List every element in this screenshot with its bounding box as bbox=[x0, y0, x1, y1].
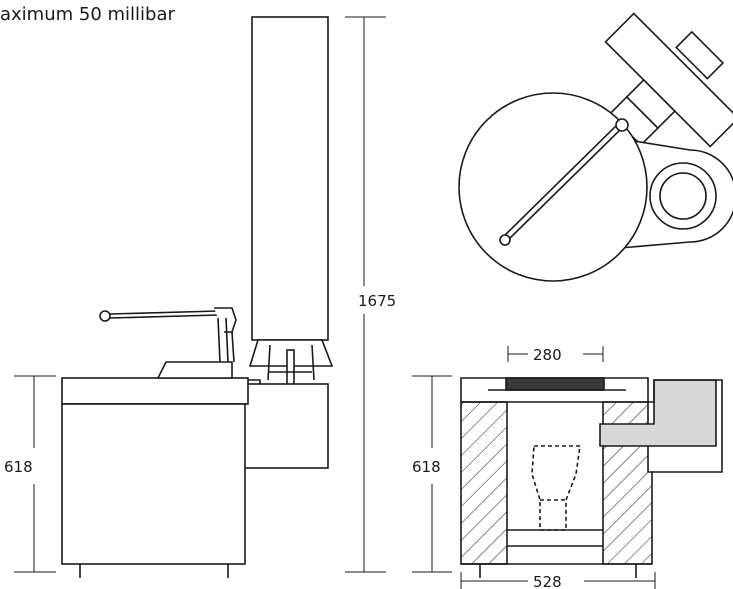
column bbox=[251, 16, 329, 341]
dimension-right-height bbox=[412, 375, 452, 573]
rod-end-bottom bbox=[499, 234, 511, 246]
plan-ring-inner bbox=[659, 172, 707, 220]
heating-plate bbox=[505, 377, 605, 391]
section-grey-block bbox=[599, 379, 717, 447]
section-view bbox=[460, 377, 723, 578]
side-view-machine bbox=[61, 16, 334, 578]
label-left-height: 618 bbox=[4, 458, 33, 476]
plan-view bbox=[458, 12, 733, 282]
label-bottom-width: 528 bbox=[533, 573, 562, 589]
caption-text: aximum 50 millibar bbox=[0, 4, 175, 25]
section-dashed-item bbox=[531, 445, 581, 531]
cabinet-body bbox=[61, 403, 246, 565]
dimension-bottom-width bbox=[460, 572, 656, 589]
cabinet-top bbox=[61, 377, 249, 405]
tray bbox=[156, 361, 233, 379]
rod-end-top bbox=[615, 118, 629, 132]
label-right-height: 618 bbox=[412, 458, 441, 476]
dimension-left-height bbox=[14, 375, 56, 573]
handle-grip bbox=[675, 30, 725, 80]
lever-bracket bbox=[214, 307, 237, 333]
dimension-top-width bbox=[507, 346, 604, 362]
lever-knob bbox=[99, 310, 111, 322]
section-left-wall bbox=[460, 401, 508, 565]
label-top-width: 280 bbox=[533, 346, 562, 364]
dimension-total-height bbox=[345, 16, 386, 573]
label-total-height: 1675 bbox=[358, 292, 396, 310]
lower-box bbox=[240, 383, 329, 469]
